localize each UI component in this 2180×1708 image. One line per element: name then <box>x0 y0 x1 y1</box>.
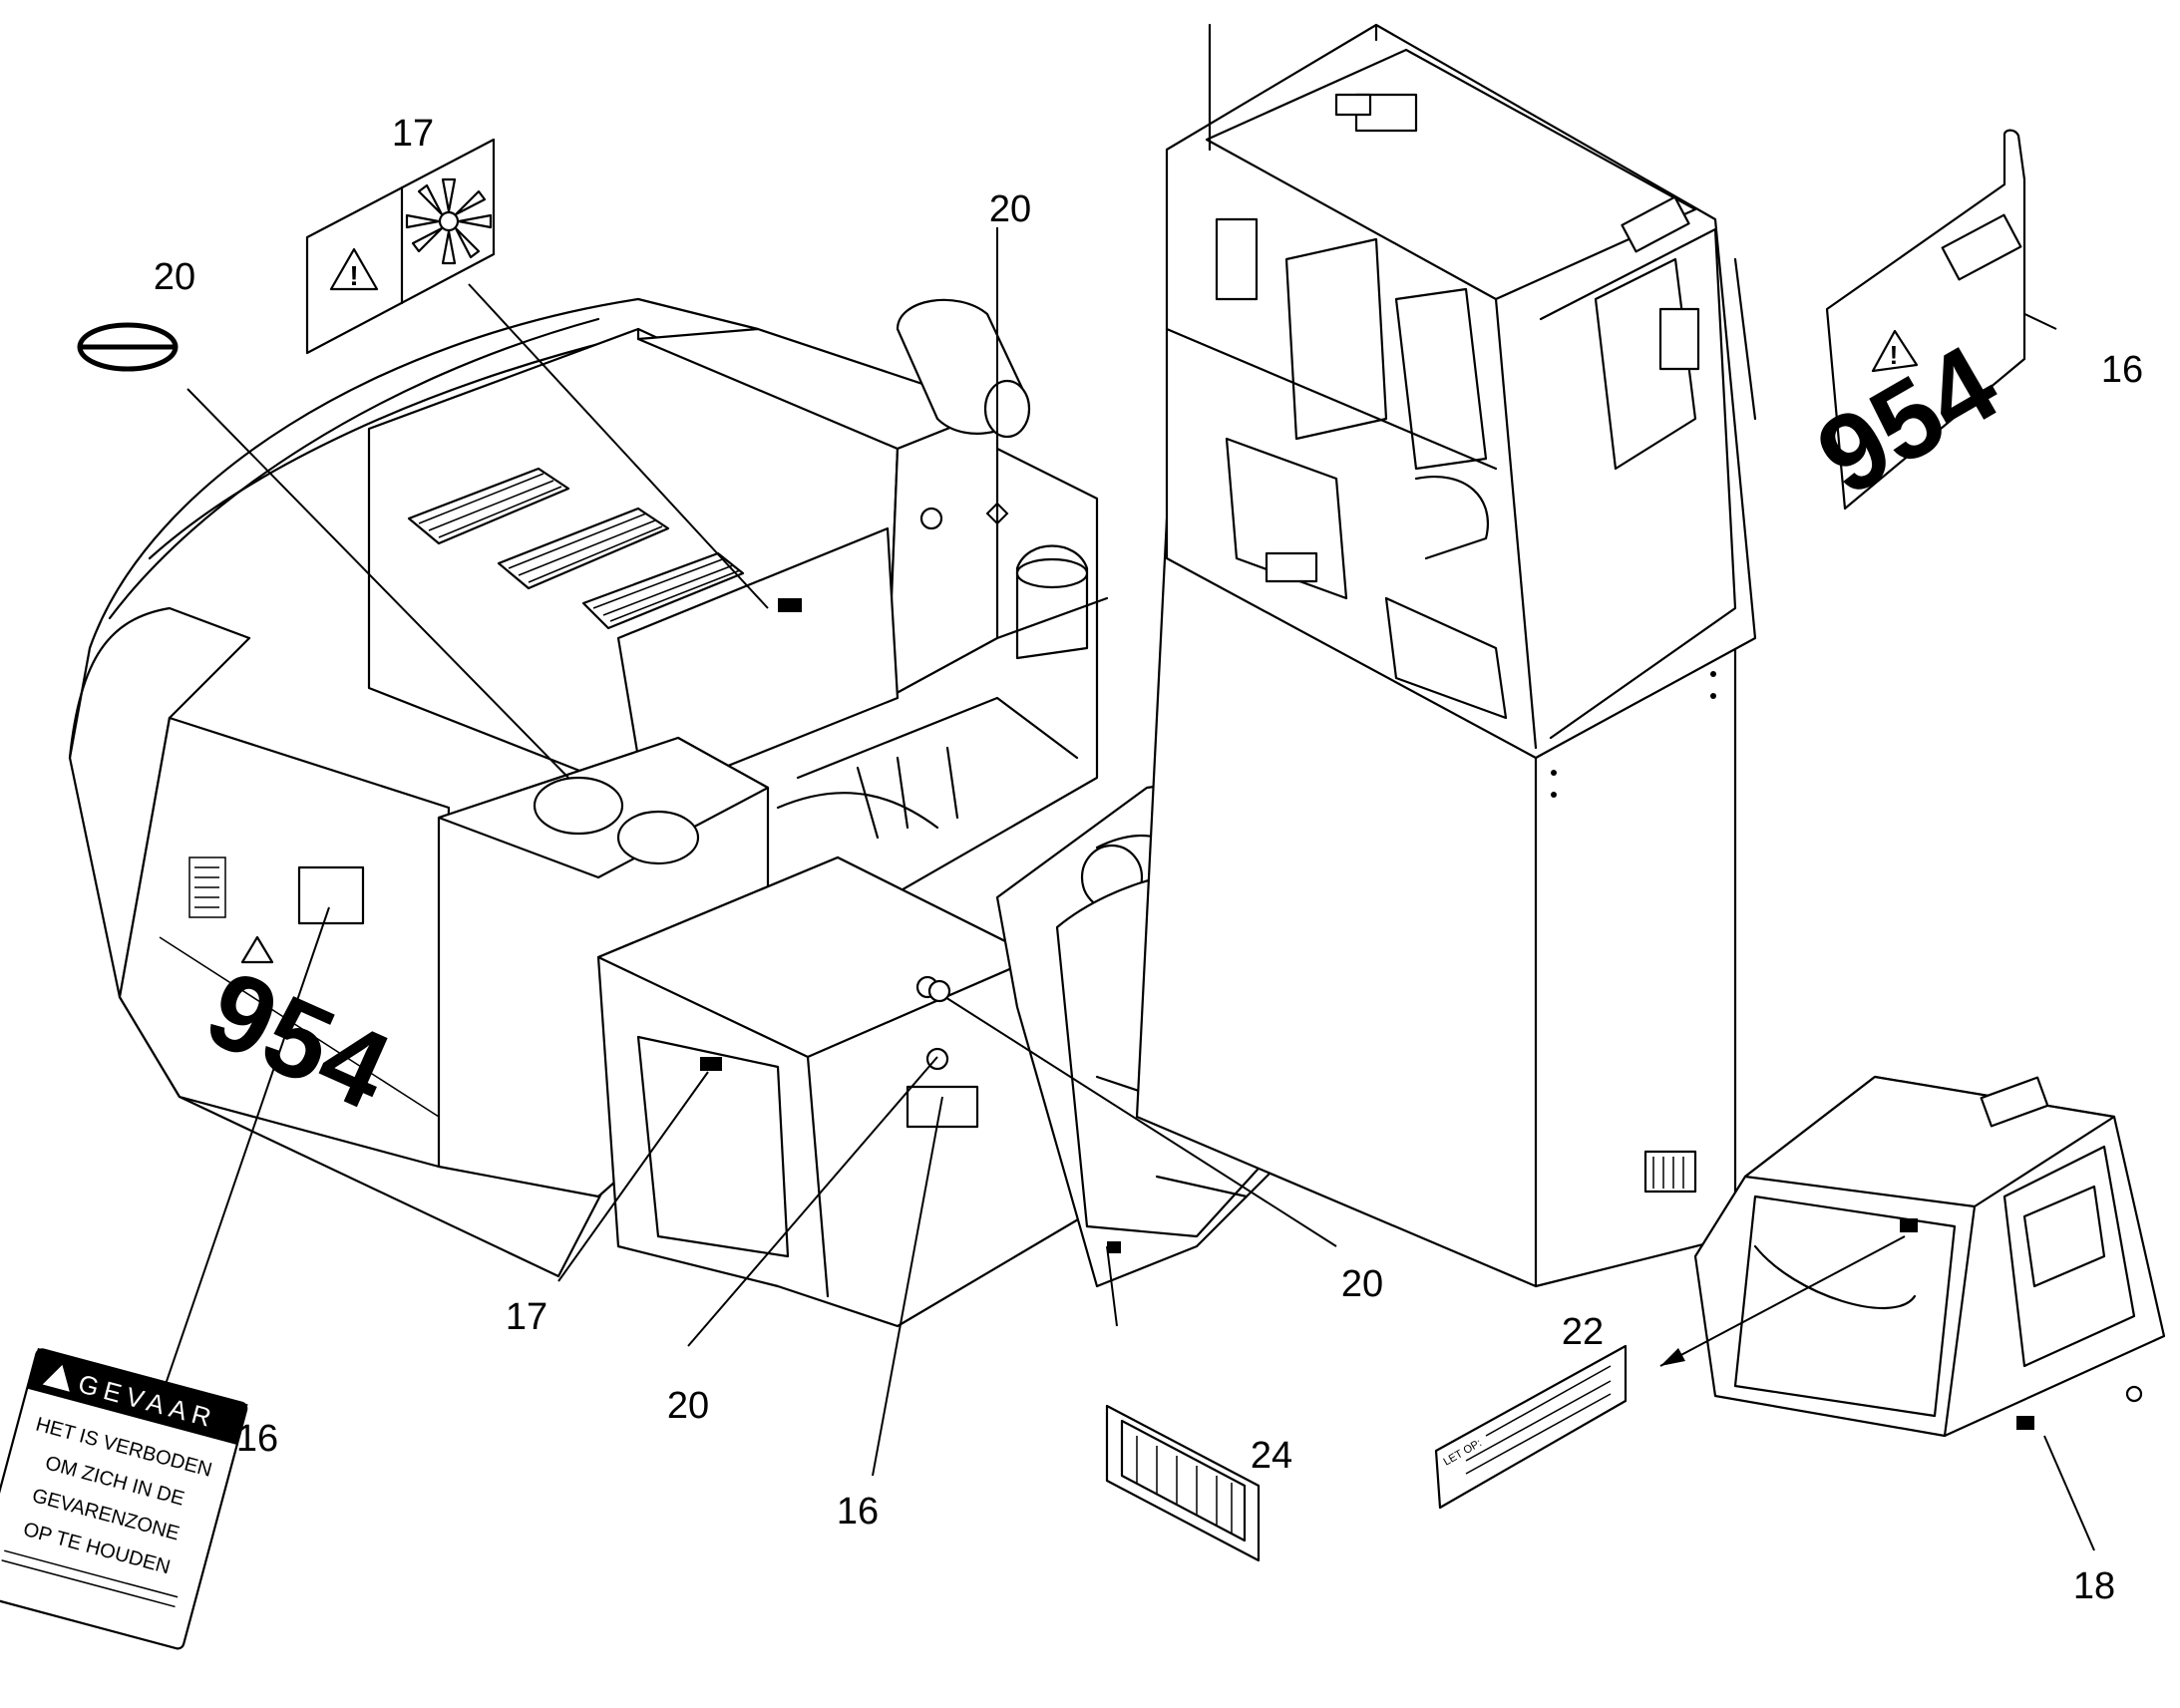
callout-16-right: 16 <box>2101 349 2143 391</box>
fuel-cap <box>533 776 624 836</box>
warning-decal-gevaar: GEVAAR HET IS VERBODEN OM ZICH IN DE GEV… <box>0 1348 248 1650</box>
decal-16-model-plate: ! 954 <box>1798 129 2026 519</box>
plate-22: LET OP: <box>1434 1344 1628 1510</box>
callout-17-top: 17 <box>392 113 434 155</box>
callout-numbers: 17 20 20 16 16 17 20 16 20 22 24 18 <box>154 113 2143 1607</box>
hydraulic-cap <box>616 810 700 865</box>
hood-grilles <box>407 467 745 630</box>
leader-lines <box>161 227 2095 1551</box>
callout-20-top: 20 <box>989 188 1031 230</box>
callout-20-left: 20 <box>154 256 195 298</box>
decal-small-hood <box>778 598 802 612</box>
hood-panel-front <box>616 526 900 800</box>
fan-icon <box>405 177 493 265</box>
callout-17-bottom: 17 <box>506 1296 547 1338</box>
svg-text:!: ! <box>349 260 358 291</box>
machine-upper-structure: 954 <box>68 297 1298 1328</box>
warning-triangle-icon <box>240 935 274 964</box>
cab-assembly-top <box>1135 23 1757 1288</box>
side-door-left <box>118 716 451 1169</box>
svg-text:!: ! <box>1890 340 1899 370</box>
callout-18: 18 <box>2073 1565 2115 1607</box>
callout-24: 24 <box>1251 1435 1292 1477</box>
callout-20-right: 20 <box>1341 1263 1383 1305</box>
callout-16-bottom: 16 <box>837 1491 879 1533</box>
cab-assembly-bottom <box>1693 1075 2166 1438</box>
decal-blank-16 <box>297 865 365 925</box>
frame-24 <box>1105 1404 1261 1562</box>
decal-17-warning-fan: ! <box>305 138 496 355</box>
callout-22: 22 <box>1562 1311 1604 1353</box>
warning-triangle-icon <box>329 247 379 291</box>
callout-20-bottom: 20 <box>667 1385 709 1427</box>
warning-triangle-icon <box>1871 329 1919 373</box>
